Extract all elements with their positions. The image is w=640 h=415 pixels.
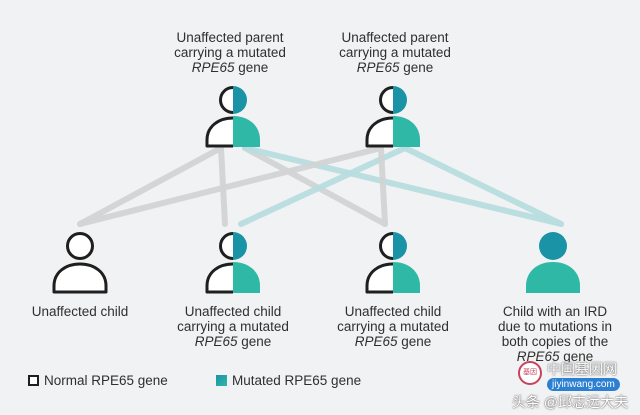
parent-1-icon [205, 86, 260, 148]
child-2-label: Unaffected child carrying a mutated RPE6… [153, 304, 313, 349]
child-1-label-line-1: Unaffected child [31, 304, 129, 319]
legend-normal-label: Normal RPE65 gene [44, 373, 168, 388]
parent-2-label-line-1: Unaffected parent [341, 30, 449, 45]
parent-2-label-line-3: RPE65 gene [356, 60, 434, 75]
connection-line-5 [77, 145, 384, 227]
parent-1-label-line-2: carrying a mutated [174, 45, 286, 60]
child-3-label-line-3: RPE65 gene [354, 334, 432, 349]
child-3-label-line-2: carrying a mutated [337, 319, 449, 334]
legend-mutated-label: Mutated RPE65 gene [232, 373, 362, 388]
child-4-label-line-4: RPE65 gene [516, 349, 594, 364]
watermark-logo: 基因 [518, 361, 542, 385]
child-2-icon [205, 232, 260, 294]
watermark-site: 中国基因网 [547, 361, 617, 377]
child-1-icon [52, 232, 108, 294]
watermark-url: jiyinwang.com [547, 378, 620, 391]
connection-line-3 [242, 145, 388, 227]
child-2-label-line-2: carrying a mutated [177, 319, 289, 334]
legend-mutated: Mutated RPE65 gene [216, 373, 361, 388]
parent-2-label: Unaffected parent carrying a mutated RPE… [315, 30, 475, 75]
parent-1-label-line-1: Unaffected parent [176, 30, 284, 45]
legend-mutated-swatch [216, 375, 227, 386]
child-4-label-line-3: both copies of the [501, 334, 609, 349]
child-3-label: Unaffected child carrying a mutated RPE6… [313, 304, 473, 349]
child-3-icon [365, 232, 420, 294]
parent-1-label-line-3: RPE65 gene [191, 60, 269, 75]
connection-line-7 [378, 145, 388, 227]
legend-normal: Normal RPE65 gene [28, 373, 168, 388]
connection-line-8 [402, 145, 564, 227]
parent-2-icon [365, 86, 420, 148]
child-1-label: Unaffected child [0, 304, 160, 319]
watermark-author: 头条 @邱志远大夫 [512, 394, 629, 410]
child-4-label-line-2: due to mutations in [497, 319, 613, 334]
parent-1-label: Unaffected parent carrying a mutated RPE… [150, 30, 310, 75]
connection-line-6 [238, 145, 408, 227]
connection-line-1 [77, 145, 224, 227]
child-2-label-line-3: RPE65 gene [194, 334, 272, 349]
legend-normal-swatch [28, 375, 39, 386]
child-4-label-line-1: Child with an IRD [502, 304, 608, 319]
child-4-label: Child with an IRD due to mutations in bo… [475, 304, 635, 364]
child-2-label-line-1: Unaffected child [184, 304, 282, 319]
child-4-icon [526, 232, 580, 293]
child-3-label-line-1: Unaffected child [344, 304, 442, 319]
connection-line-4 [242, 145, 564, 227]
parent-2-label-line-2: carrying a mutated [339, 45, 451, 60]
